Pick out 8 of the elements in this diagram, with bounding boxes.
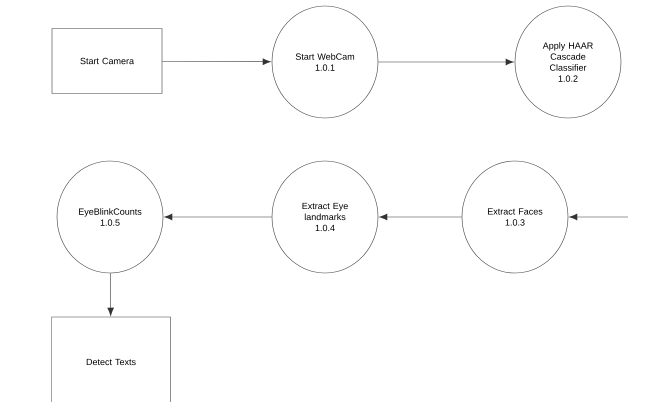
arrow bbox=[569, 214, 628, 220]
arrow bbox=[378, 58, 514, 66]
arrow bbox=[379, 214, 462, 220]
process-box: Detect Texts bbox=[51, 316, 171, 402]
process-box: Start Camera bbox=[52, 28, 162, 94]
arrow bbox=[162, 58, 271, 65]
arrow bbox=[107, 273, 114, 316]
arrow bbox=[164, 214, 272, 220]
